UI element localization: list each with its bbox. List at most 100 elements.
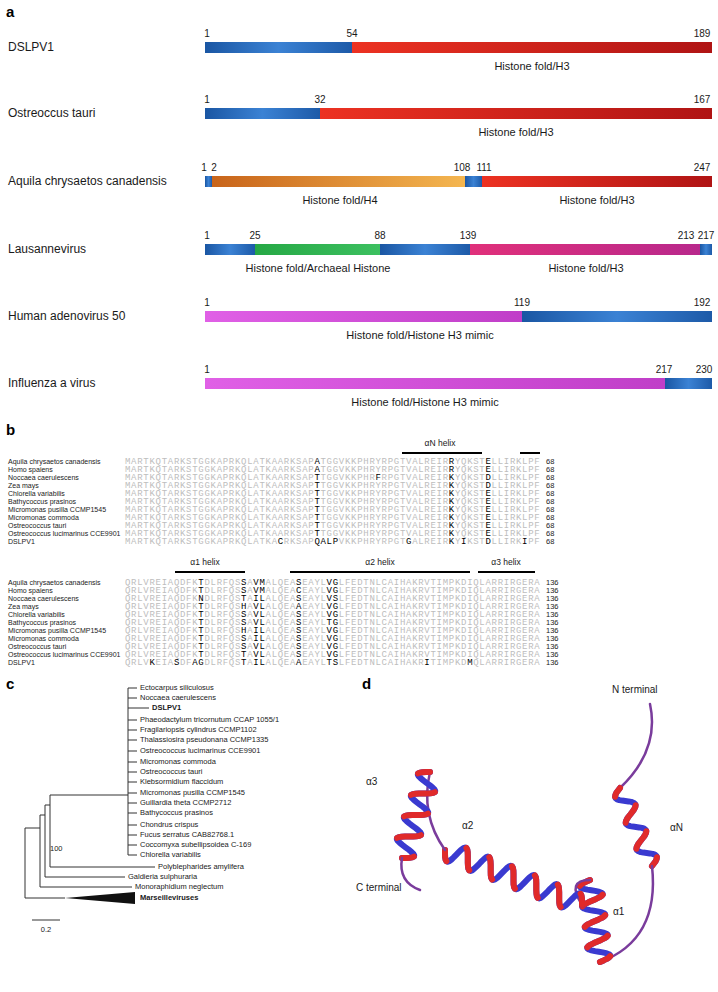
sequence-row: QRLVREIAQDFKTDLRFQSSAVLALQEASEAYLVGLFEDT…: [125, 611, 540, 619]
ribbon-stroke: [397, 772, 435, 858]
bootstrap-value: 100: [50, 845, 63, 854]
species-name: Chlorella variabilis: [8, 611, 65, 619]
sequence-row: MARTKQTARKSTGGKAPRKQLATKAARKSAPTTGGVKKPH…: [125, 514, 540, 522]
leaf-label: Fucus serratus CAB82768.1: [140, 831, 234, 840]
species-name: Zea mays: [8, 482, 39, 490]
species-name: Zea mays: [8, 603, 39, 611]
ribbon-stroke: [401, 858, 420, 890]
protein-structure: [397, 704, 657, 962]
protein-name: Aquila chrysaetos canadensis: [8, 175, 167, 189]
ribbon-stroke: [636, 831, 646, 849]
terminus-label: N terminal: [612, 684, 658, 696]
leaf-label: Fragilariopsis cylindrus CCMP1102: [140, 726, 257, 735]
species-name: Homo spaiens: [8, 587, 53, 595]
domain-label: Histone fold/Archaeal Histone: [246, 262, 391, 275]
ribbon-stroke: [615, 788, 657, 866]
helix-name: α1: [613, 906, 624, 918]
scale-label: 0.2: [41, 926, 51, 935]
species-name: Micromonas commoda: [8, 514, 79, 522]
sequence-row: MARTKQTARKSTGGKAPRKQLATKAARKSAPATGGVKKPH…: [125, 458, 540, 466]
ribbon-stroke: [615, 788, 620, 797]
species-name: Bathycoccus prasinos: [8, 619, 76, 627]
leaf-label: Chondrus crispus: [140, 821, 198, 830]
residue-number: 1: [204, 230, 210, 242]
domain-label: Histone fold/H3: [548, 262, 623, 275]
sequence-row: MARTKQTARKSTGGKAPRKQLATKAARKSAPTTGGVKKPH…: [125, 522, 540, 530]
protein-name: Lausannevirus: [8, 243, 86, 257]
leaf-label: Klebsormidium flaccidum: [140, 778, 223, 787]
ribbon-stroke: [404, 814, 428, 817]
leaf-label: Micromonas commoda: [140, 758, 216, 767]
helix-name: α3: [366, 776, 377, 788]
residue-number: 1: [204, 297, 210, 309]
helix-label: αN helix: [425, 439, 456, 449]
leaf-label: Ostreococcus lucimarinus CCE9901: [140, 747, 260, 756]
sequence-row: MARTKQTARKSTGGKAPRKQLATKAARKSAPTTGGVKKPH…: [125, 490, 540, 498]
ribbon-stroke: [397, 835, 421, 838]
residue-number: 192: [694, 297, 711, 309]
species-name: Ostreococcus lucimarinus CCE9901: [8, 530, 120, 538]
leaf-label: Micromonas pusilla CCMP1545: [140, 789, 245, 798]
species-name: Noccaea caerulescens: [8, 595, 79, 603]
sequence-row: QRLVREIAQDFKTDLRFQSSAILALQEASEAYLVGLFEDT…: [125, 635, 540, 643]
leaf-label: Noccaea caerulescens: [140, 694, 216, 703]
leaf-label: Guillardia theta CCMP2712: [140, 799, 231, 808]
ribbon-stroke: [600, 956, 610, 962]
leaf-label: Coccomyxa subellipsoidea C-169: [140, 841, 251, 850]
species-name: Bathycoccus prasinos: [8, 498, 76, 506]
domain-label: Histone fold/Histone H3 mimic: [351, 396, 498, 409]
terminus-label: C terminal: [356, 882, 402, 894]
ribbon-stroke: [402, 857, 414, 858]
ribbon-stroke: [620, 704, 652, 788]
sequence-row: MARTKQTARKSTGGKAPRKQLATKAARKSAPTTGGVKKPH…: [125, 482, 540, 490]
leaf-label: Chlorella variabilis: [140, 851, 201, 860]
panel-letter: b: [6, 421, 15, 438]
species-name: Ostreococcus lucimarinus CCE9901: [8, 651, 120, 659]
leaf-label: DSLPV1: [152, 704, 181, 713]
species-name: Ostreococcus tauri: [8, 643, 66, 651]
residue-number: 1: [204, 94, 210, 106]
ribbon-stroke: [411, 792, 435, 795]
helix-label: α1 helix: [190, 558, 219, 568]
residue-number: 119: [514, 297, 530, 309]
panel-letter: c: [6, 675, 14, 692]
sequence-row: QRLVREIAQDFKTDLRFQSSAVMALQEASEAYLVGLFEDT…: [125, 579, 540, 587]
species-name: Ostreococcus tauri: [8, 522, 66, 530]
sequence-row: QRLVREIAQDFKTDLRFQSSAVLALQEASEAYLVGLFEDT…: [125, 643, 540, 651]
sequence-row: MARTKQTARKSTGGKAPRKQLATKAARKSAPTTGGVKKPH…: [125, 498, 540, 506]
residue-number: 217: [656, 364, 673, 376]
ribbon-stroke: [512, 866, 515, 888]
helix-bars: [175, 453, 540, 572]
sequence-row: MARTKQTARKSTGGKAPRKQLATKAARKSAPATGGVKKPH…: [125, 466, 540, 474]
residue-number: 167: [694, 94, 711, 106]
row-end-number: 68: [546, 538, 554, 547]
panel-letter: a: [6, 3, 14, 20]
residue-number: 230: [696, 364, 713, 376]
sequence-row: QRLVKEIASDFAGDLRFQSTAILALQEAAEAYLTSLFEDT…: [125, 659, 540, 667]
leaf-label: Phaeodactylum tricornutum CCAP 1055/1: [140, 716, 279, 725]
residue-number: 2: [211, 162, 217, 174]
ribbon-stroke: [587, 936, 607, 948]
sequence-row: QRLVREIAQDFKTDLRFQSTAVLALQEASEAYLVGLFEDT…: [125, 651, 540, 659]
protein-name: DSLPV1: [8, 41, 54, 55]
sequence-row: MARTKQTARKSTGGKAPRKQLATKACRKSAPQALPVKKPH…: [125, 538, 540, 546]
leaf-label: Polyblepharides amylifera: [158, 863, 244, 872]
row-end-number: 136: [546, 659, 559, 668]
helix-name: αN: [670, 822, 683, 834]
ribbon-stroke: [580, 880, 610, 962]
ribbon-stroke: [489, 857, 492, 879]
sequence-row: MARTKQTARKSTGGKAPRKQLATKAARKSAPTTGGVKKPH…: [125, 506, 540, 514]
protein-name: Influenza a virus: [8, 377, 95, 391]
residue-number: 1: [201, 162, 207, 174]
ribbon-stroke: [418, 772, 430, 773]
domain-label: Histone fold/Histone H3 mimic: [346, 329, 493, 342]
sequence-row: QRLVREIAQDFKTDLRFQSSAVMALQEACEAYLVGLFEDT…: [125, 587, 540, 595]
ribbon-stroke: [558, 885, 561, 907]
residue-number: 213: [678, 230, 695, 242]
sequence-row: QRLVREIAQDFKTDLRFQSHAVLALQEAAEAYLVGLFEDT…: [125, 603, 540, 611]
domain-bars: [205, 42, 712, 389]
sequence-row: MARTKQTARKSTGGKAPRKQLATKAARKSAPTTGGVKKPH…: [125, 474, 540, 482]
sequence-row: MARTKQTARKSTGGKAPRKQLATKAARKSAPTTGGVKKPH…: [125, 530, 540, 538]
residue-number: 217: [698, 230, 715, 242]
ribbon-stroke: [652, 857, 657, 866]
